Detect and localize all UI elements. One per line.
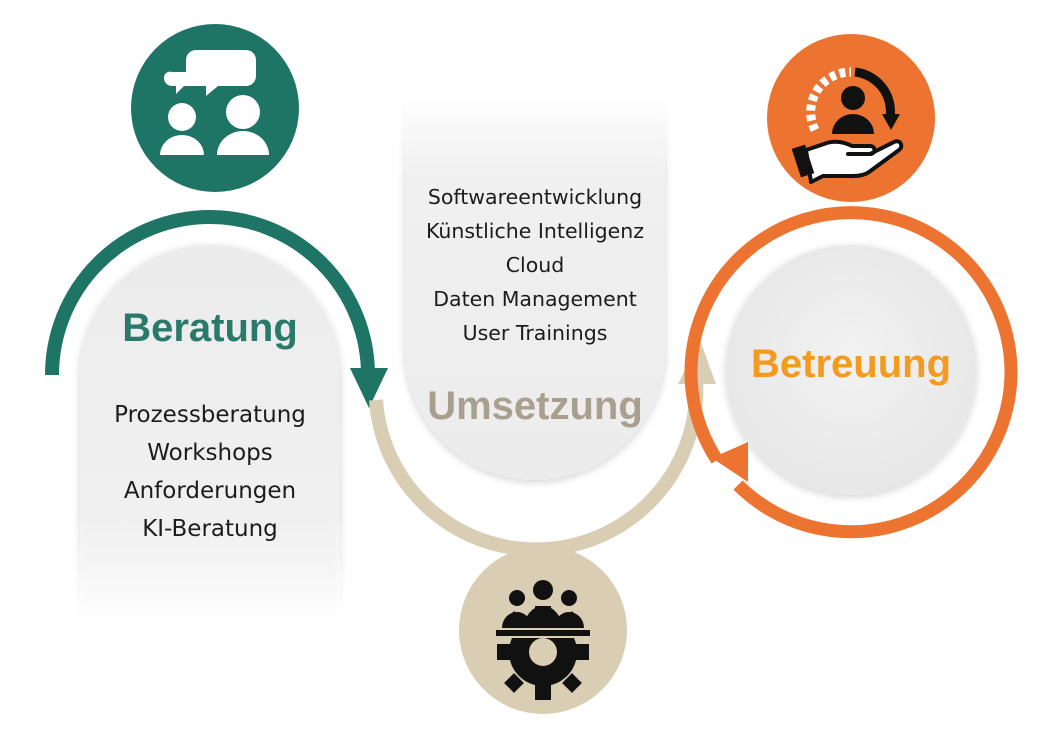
- betreuung-ring: [684, 206, 1018, 539]
- umsetzung-item-list: Softwareentwicklung Künstliche Intellige…: [400, 180, 670, 350]
- speech-bubbles-people-icon: [131, 24, 299, 192]
- umsetzung-title: Umsetzung: [427, 384, 643, 428]
- list-item: Prozessberatung: [114, 402, 306, 428]
- list-item: Cloud: [505, 253, 565, 277]
- beratung-arc: [45, 210, 375, 376]
- umsetzung-card: [405, 95, 665, 480]
- list-item: KI-Beratung: [142, 516, 278, 542]
- betreuung-title: Betreuung: [751, 342, 951, 386]
- list-item: Workshops: [147, 440, 273, 466]
- betreuung-arrowhead: [712, 442, 748, 482]
- betreuung-card: [726, 245, 976, 495]
- list-item: Daten Management: [433, 287, 637, 311]
- beratung-title: Beratung: [122, 306, 298, 350]
- list-item: Softwareentwicklung: [427, 185, 643, 209]
- beratung-arrowhead: [350, 368, 388, 408]
- beratung-card: [80, 245, 340, 620]
- beratung-item-list: Prozessberatung Workshops Anforderungen …: [80, 396, 340, 548]
- list-item: Anforderungen: [123, 478, 297, 504]
- hand-person-cycle-icon: [767, 34, 935, 202]
- list-item: User Trainings: [462, 321, 608, 345]
- team-gear-icon: [459, 546, 627, 714]
- list-item: Künstliche Intelligenz: [425, 219, 645, 243]
